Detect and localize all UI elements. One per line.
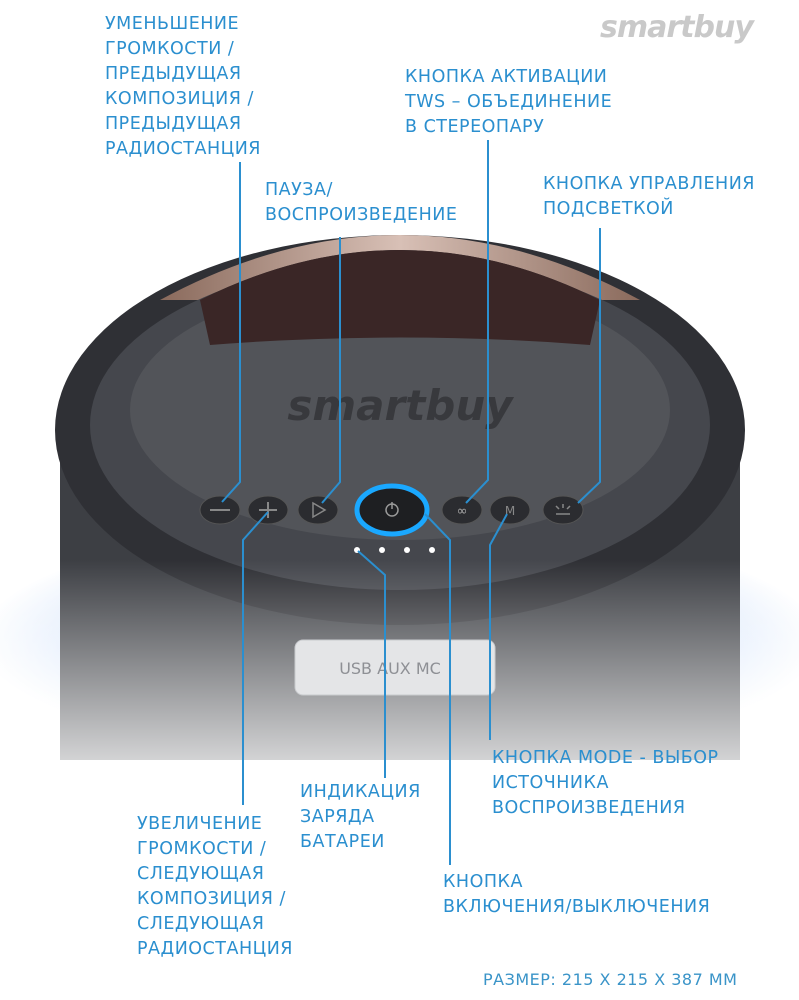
ports-panel: USB AUX MC <box>294 639 496 696</box>
size-info: РАЗМЕР: 215 X 215 X 387 MM <box>483 970 738 989</box>
label-power: КНОПКА ВКЛЮЧЕНИЯ/ВЫКЛЮЧЕНИЯ <box>443 872 711 917</box>
label-battery: ИНДИКАЦИЯ ЗАРЯДА БАТАРЕИ <box>300 782 421 852</box>
label-play-pause: ПАУЗА/ ВОСПРОИЗВЕДЕНИЕ <box>265 180 458 225</box>
label-mode: КНОПКА MODE - ВЫБОР ИСТОЧНИКА ВОСПРОИЗВЕ… <box>492 748 719 818</box>
button-power[interactable] <box>354 483 430 537</box>
svg-text:M: M <box>505 504 515 518</box>
button-tws[interactable]: ∞ <box>441 495 483 525</box>
brand-logo: smartbuy <box>600 10 754 45</box>
button-volume-up[interactable] <box>247 495 289 525</box>
speaker-logo: smartbuy <box>287 381 514 430</box>
label-volume-down: УМЕНЬШЕНИЕ ГРОМКОСТИ / ПРЕДЫДУЩАЯ КОМПОЗ… <box>105 14 261 159</box>
button-mode[interactable]: M <box>489 495 531 525</box>
label-backlight: КНОПКА УПРАВЛЕНИЯ ПОДСВЕТКОЙ <box>543 174 755 219</box>
button-backlight[interactable] <box>542 495 584 525</box>
svg-text:∞: ∞ <box>457 504 468 519</box>
label-volume-up: УВЕЛИЧЕНИЕ ГРОМКОСТИ / СЛЕДУЮЩАЯ КОМПОЗИ… <box>137 814 293 959</box>
callout-lines <box>221 140 601 865</box>
ports-label: USB AUX MC <box>339 659 441 678</box>
button-volume-down[interactable] <box>199 495 241 525</box>
label-tws: КНОПКА АКТИВАЦИИ TWS – ОБЪЕДИНЕНИЕ В СТЕ… <box>405 67 613 137</box>
button-play-pause[interactable] <box>297 495 339 525</box>
